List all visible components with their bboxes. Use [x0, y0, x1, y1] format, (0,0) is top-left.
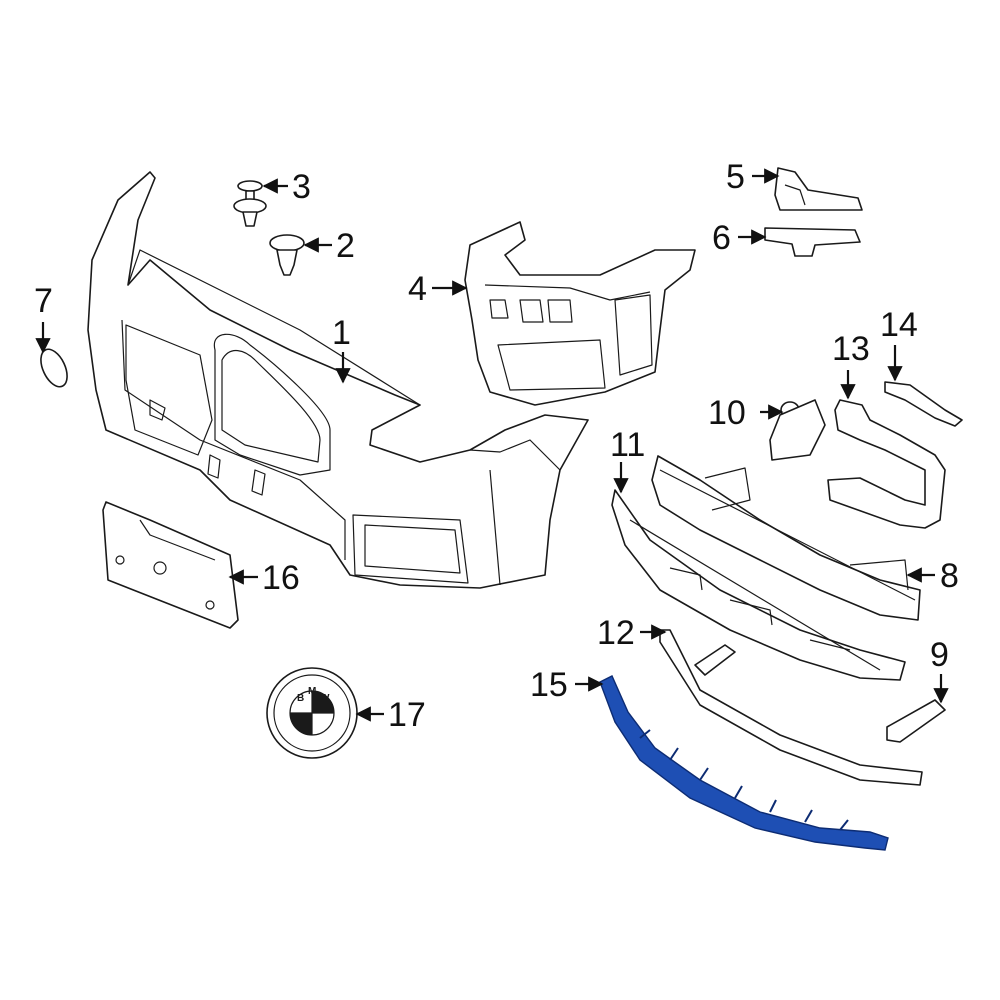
energy-absorber[interactable]: [611, 489, 906, 681]
small-bracket[interactable]: [884, 381, 963, 427]
mount-bracket[interactable]: [769, 399, 826, 461]
callout-label-12[interactable]: 12: [597, 614, 635, 652]
callout-label-11[interactable]: 11: [610, 426, 645, 464]
callout-label-10[interactable]: 10: [708, 394, 746, 432]
callout-label-2[interactable]: 2: [336, 227, 355, 265]
push-clip[interactable]: [269, 234, 305, 276]
lower-support-bar[interactable]: [659, 629, 923, 786]
side-guide-upper[interactable]: [774, 167, 863, 211]
emblem-letter-b: B: [297, 693, 304, 704]
end-bracket[interactable]: [886, 699, 946, 743]
callout-label-4[interactable]: 4: [408, 270, 427, 308]
callout-label-9[interactable]: 9: [930, 636, 949, 674]
callout-label-6[interactable]: 6: [712, 219, 731, 257]
callout-label-8[interactable]: 8: [940, 557, 959, 595]
rivet-clip[interactable]: [233, 180, 267, 227]
callout-label-16[interactable]: 16: [262, 559, 300, 597]
callout-label-3[interactable]: 3: [292, 168, 311, 206]
callout-label-17[interactable]: 17: [388, 696, 426, 734]
emblem[interactable]: B M W: [266, 667, 358, 759]
side-guide-lower[interactable]: [764, 227, 861, 257]
license-plate-bracket[interactable]: [102, 501, 239, 629]
callout-label-13[interactable]: 13: [832, 330, 870, 368]
emblem-letter-m: M: [308, 686, 316, 697]
upper-bracket[interactable]: [464, 221, 696, 406]
lower-deflector[interactable]: [599, 675, 889, 851]
tow-hook-cap[interactable]: [36, 345, 73, 391]
callout-label-7[interactable]: 7: [34, 282, 53, 320]
callout-label-15[interactable]: 15: [530, 666, 568, 704]
callout-label-14[interactable]: 14: [880, 306, 918, 344]
side-support-bracket[interactable]: [827, 399, 946, 529]
emblem-letter-w: W: [320, 693, 330, 704]
callout-arrows: [35, 168, 949, 722]
callout-label-1[interactable]: 1: [332, 314, 351, 352]
callout-labels: 1 2 3 4 5 6 7 8 9 10 11 12 13 14 15 16 1…: [34, 158, 959, 734]
callout-label-5[interactable]: 5: [726, 158, 745, 196]
